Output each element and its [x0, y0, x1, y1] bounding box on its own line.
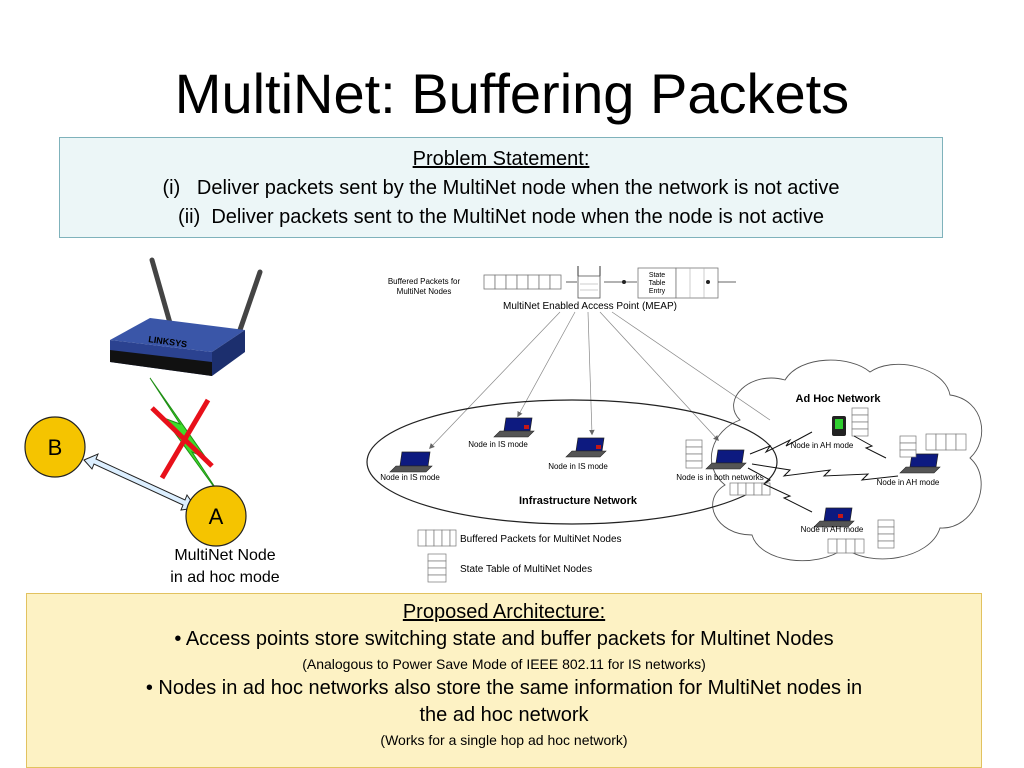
laptop-icon-is-top: [493, 417, 535, 438]
state-label-3: Entry: [649, 288, 666, 295]
is-node-top-label: Node in IS mode: [468, 440, 528, 449]
laptop-icon-is-mid: [565, 437, 607, 458]
problem-line-1: (i) Deliver packets sent by the MultiNet…: [162, 177, 840, 199]
buffered-top-label-1: Buffered Packets for: [388, 277, 461, 286]
ap-links: [429, 311, 771, 450]
node-caption-line-2: in ad hoc mode: [170, 569, 280, 586]
node-caption-line-1: MultiNet Node: [174, 547, 276, 564]
proposed-architecture-box: Proposed Architecture: • Access points s…: [26, 593, 982, 768]
link-down-cross-icon: [150, 398, 214, 480]
legend-state-icon: [427, 553, 447, 583]
problem-statement-box: Problem Statement: (i) Deliver packets s…: [59, 137, 943, 238]
state-label-1: State: [649, 272, 665, 279]
laptop-icon-is-left: [389, 451, 433, 473]
top-packet-buffer: [483, 274, 562, 290]
legend-buffer-label: Buffered Packets for MultiNet Nodes: [460, 534, 622, 545]
adhoc-network-label: Ad Hoc Network: [796, 393, 882, 405]
node-a-label: A: [209, 504, 224, 529]
legend-state-label: State Table of MultiNet Nodes: [460, 564, 592, 575]
ah-node-bottom-label: Node in AH mode: [801, 525, 864, 534]
access-point-icon: [577, 266, 601, 299]
adhoc-wireless-links: [747, 431, 899, 513]
laptop-icon-ah-bottom: [813, 507, 855, 528]
is-node-left-label: Node in IS mode: [380, 473, 440, 482]
node-a: A: [185, 485, 247, 547]
multinet-node-caption: MultiNet Node in ad hoc mode: [150, 545, 300, 589]
ad-hoc-cloud: [710, 359, 983, 562]
laptop-icon-ah-right: [899, 453, 941, 474]
wireless-router-icon: LINKSYS: [110, 257, 263, 376]
meap-label: MultiNet Enabled Access Point (MEAP): [503, 301, 677, 312]
infrastructure-ellipse: [366, 399, 778, 525]
ah-right-buffer: [925, 433, 967, 451]
node-b: B: [24, 416, 86, 478]
ah-bottom-state-table: [877, 519, 895, 549]
proposal-bullet-2a: • Nodes in ad hoc networks also store th…: [145, 677, 863, 699]
buffered-top-label-2: MultiNet Nodes: [397, 287, 452, 296]
both-node-buffer: [729, 482, 771, 496]
problem-line-2: (ii) Deliver packets sent to the MultiNe…: [178, 206, 824, 228]
proposal-note-2: (Works for a single hop ad hoc network): [380, 732, 628, 748]
proposal-heading: Proposed Architecture:: [402, 601, 606, 623]
ah-right-state-table: [899, 435, 917, 458]
state-table-entry-box: [637, 267, 677, 299]
state-label-2: Table: [649, 280, 666, 287]
laptop-icon-both: [705, 449, 747, 470]
legend-buffer-icon: [417, 529, 457, 547]
both-node-state-table: [685, 439, 703, 469]
pda-icon-ah: [832, 416, 846, 436]
proposal-note-1: (Analogous to Power Save Mode of IEEE 80…: [302, 656, 706, 672]
both-node-label: Node is in both networks: [676, 473, 764, 482]
infrastructure-network-label: Infrastructure Network: [519, 495, 638, 507]
ah-node-right-label: Node in AH mode: [877, 478, 940, 487]
ah-node-top-label: Node in AH mode: [791, 441, 854, 450]
ah-top-state-table: [851, 407, 869, 437]
node-b-label: B: [48, 435, 63, 460]
proposal-bullet-2b: the ad hoc network: [419, 704, 589, 726]
proposal-bullet-1: • Access points store switching state an…: [174, 628, 834, 650]
double-arrow-link: [83, 453, 197, 511]
slide-title: MultiNet: Buffering Packets: [174, 62, 850, 125]
is-node-mid-label: Node in IS mode: [548, 462, 608, 471]
problem-heading: Problem Statement:: [412, 148, 590, 170]
ah-bottom-buffer: [827, 538, 865, 554]
